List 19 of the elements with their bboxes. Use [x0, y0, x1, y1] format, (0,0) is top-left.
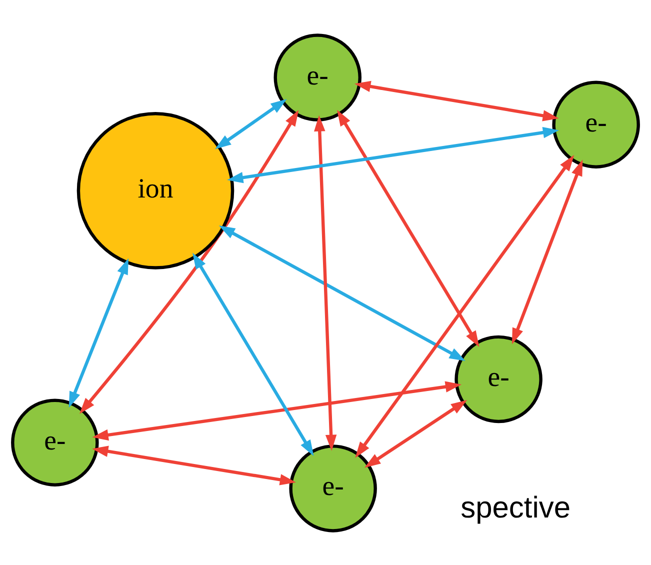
- arrow: [92, 445, 296, 485]
- arrow: [354, 80, 559, 121]
- node-circle: e-: [454, 334, 542, 423]
- label: spective: [460, 490, 571, 524]
- arrow: [355, 154, 574, 458]
- arrow: [68, 258, 129, 408]
- arrow: [218, 225, 466, 361]
- arrow: [364, 399, 468, 468]
- node-circle: e-: [289, 444, 377, 532]
- arrow: [92, 380, 462, 440]
- arrow: [314, 114, 337, 450]
- arrow: [227, 126, 560, 183]
- node-circle: e-: [274, 33, 362, 121]
- arrow: [215, 98, 287, 149]
- node-circle: e-: [552, 80, 640, 168]
- arrow: [512, 159, 583, 344]
- arrow: [337, 109, 480, 346]
- arrow: [192, 252, 314, 456]
- arrow: [79, 110, 299, 414]
